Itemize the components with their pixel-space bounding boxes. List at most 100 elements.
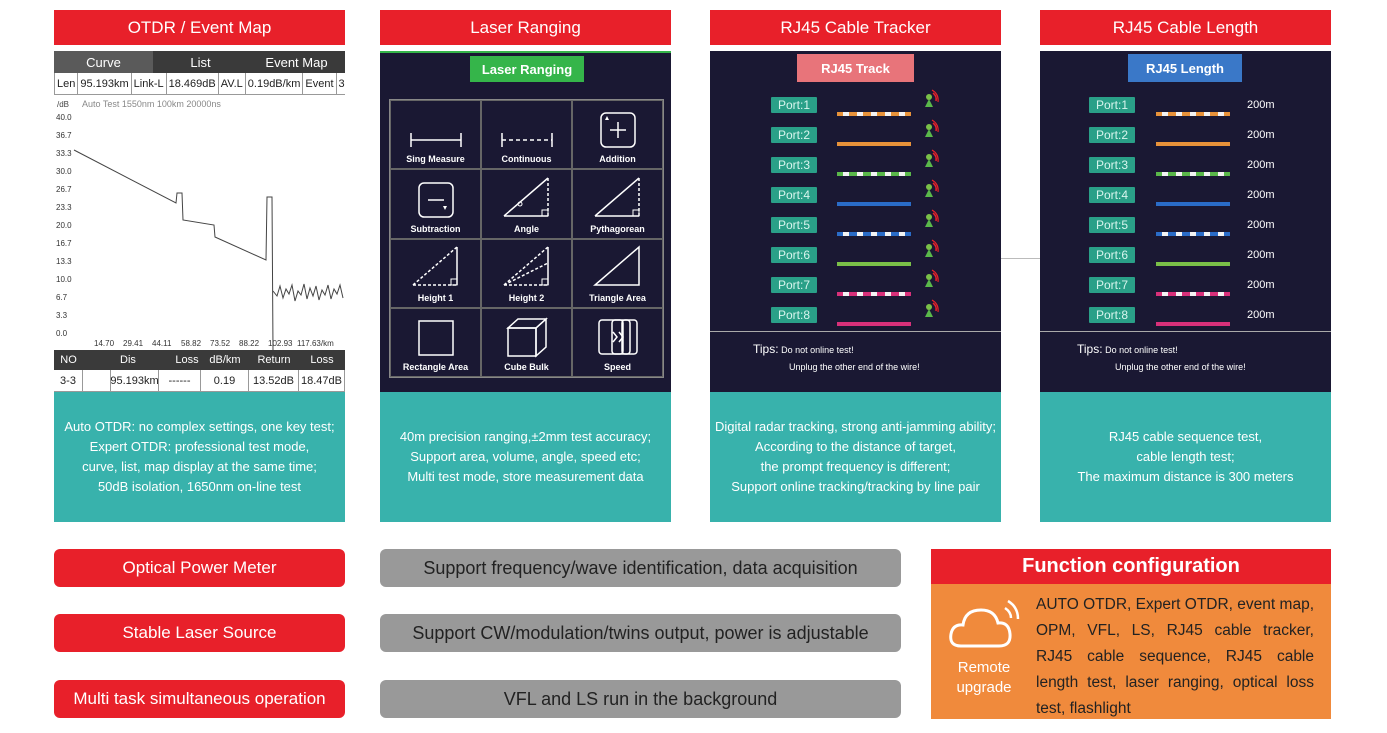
pythagorean-icon bbox=[594, 176, 640, 217]
port-badge: Port:4 bbox=[771, 187, 817, 203]
cell-loss: ------ bbox=[159, 370, 201, 391]
otdr-desc-line: curve, list, map display at the same tim… bbox=[82, 459, 317, 474]
otdr-trace-line bbox=[73, 149, 274, 351]
addition-icon bbox=[599, 112, 636, 148]
tab-curve[interactable]: Curve bbox=[54, 51, 153, 73]
port-badge: Port:7 bbox=[771, 277, 817, 293]
length-panel-title: RJ45 Cable Length bbox=[1040, 10, 1331, 45]
tips-label: Tips: bbox=[753, 342, 779, 356]
cable-wire-line bbox=[837, 283, 911, 296]
laser-desc-line: 40m precision ranging,±2mm test accuracy… bbox=[399, 429, 652, 444]
list-item: Port:1 bbox=[710, 89, 1001, 116]
col-dis: Dis bbox=[120, 354, 136, 366]
laser-screen: Laser Ranging Sing Measure Continuous Ad… bbox=[380, 51, 671, 402]
cable-wire-line bbox=[1156, 193, 1230, 206]
tab-list[interactable]: List bbox=[190, 54, 211, 70]
function-config-text: AUTO OTDR, Expert OTDR, event map, OPM, … bbox=[1036, 596, 1314, 717]
cable-wire-line bbox=[1156, 253, 1230, 266]
otdr-trace-svg: /dB Auto Test 1550nm 100km 20000ns 40.03… bbox=[56, 99, 344, 351]
laser-description: 40m precision ranging,±2mm test accuracy… bbox=[380, 392, 671, 522]
port-badge: Port:2 bbox=[771, 127, 817, 143]
laser-screen-title: Laser Ranging bbox=[470, 56, 584, 82]
length-description: RJ45 cable sequence test, cable length t… bbox=[1040, 392, 1331, 522]
signal-antenna-icon bbox=[921, 269, 939, 293]
tracker-desc-line: Digital radar tracking, strong anti-jamm… bbox=[714, 419, 997, 434]
mode-cube-bulk[interactable]: Cube Bulk bbox=[481, 307, 572, 377]
mode-angle[interactable]: Angle bbox=[481, 169, 572, 239]
feature-optical-power-meter: Optical Power Meter bbox=[54, 549, 345, 587]
mode-rectangle-area[interactable]: Rectangle Area bbox=[390, 307, 481, 377]
tab-event-map[interactable]: Event Map bbox=[265, 54, 328, 70]
y-tick-label: 20.0 bbox=[56, 221, 72, 230]
port-badge: Port:8 bbox=[771, 307, 817, 323]
port-badge: Port:1 bbox=[771, 97, 817, 113]
length-screen-title: RJ45 Length bbox=[1128, 54, 1242, 82]
cable-wire-line bbox=[837, 193, 911, 206]
tracker-desc-line: Support online tracking/tracking by line… bbox=[731, 479, 980, 494]
mode-pythagorean[interactable]: Pythagorean bbox=[572, 169, 663, 239]
mode-subtraction[interactable]: Subtraction bbox=[390, 169, 481, 239]
cable-wire-line bbox=[1156, 223, 1230, 236]
info-event-label: Event bbox=[303, 73, 337, 94]
mode-triangle-area[interactable]: Triangle Area bbox=[572, 238, 663, 308]
cable-wire-line bbox=[837, 163, 911, 176]
cable-wire-line bbox=[1156, 313, 1230, 326]
otdr-panel: OTDR / Event Map Curve List Event Map Le… bbox=[54, 10, 345, 522]
y-tick-label: 36.7 bbox=[56, 131, 72, 140]
col-loss-2: Loss bbox=[310, 354, 334, 366]
mode-continuous[interactable]: Continuous bbox=[481, 100, 572, 170]
list-item: Port:2 bbox=[710, 119, 1001, 146]
port-badge: Port:7 bbox=[1089, 277, 1135, 293]
mode-label: Addition bbox=[599, 154, 636, 165]
mode-label: Angle bbox=[513, 223, 539, 234]
cable-wire-line bbox=[1156, 133, 1230, 146]
col-no: NO bbox=[60, 354, 77, 366]
laser-desc-line: Support area, volume, angle, speed etc; bbox=[410, 449, 641, 464]
x-tick-label: 117.63/km bbox=[297, 339, 334, 348]
y-tick-label: 10.0 bbox=[56, 275, 72, 284]
mode-height-1[interactable]: Height 1 bbox=[390, 238, 481, 308]
laser-ranging-panel: Laser Ranging Laser Ranging Sing Measure… bbox=[380, 10, 671, 522]
height1-icon bbox=[412, 246, 458, 286]
info-len-label: Len bbox=[55, 73, 79, 94]
mode-height-2[interactable]: Height 2 bbox=[481, 238, 572, 308]
y-tick-label: 13.3 bbox=[56, 257, 72, 266]
length-desc-line: RJ45 cable sequence test, bbox=[1108, 429, 1263, 444]
otdr-screen: Curve List Event Map Len 95.193km Link-L… bbox=[54, 51, 345, 402]
info-event-value: 3 bbox=[337, 73, 345, 94]
tips-line: Unplug the other end of the wire! bbox=[1115, 362, 1246, 372]
port-badge: Port:3 bbox=[771, 157, 817, 173]
signal-antenna-icon bbox=[921, 119, 939, 143]
mode-addition[interactable]: Addition bbox=[572, 100, 663, 170]
x-tick-label: 102.93 bbox=[268, 339, 293, 348]
length-desc-line: The maximum distance is 300 meters bbox=[1077, 469, 1294, 484]
laser-desc-line: Multi test mode, store measurement data bbox=[407, 469, 644, 484]
cable-wire-line bbox=[1156, 163, 1230, 176]
remote-label-line: Remote bbox=[957, 659, 1011, 676]
cell-loss-2: 18.47dB bbox=[299, 370, 345, 391]
cube-icon bbox=[505, 317, 548, 358]
table-row[interactable]: 3-3 95.193km ------ 0.19 13.52dB 18.47dB bbox=[54, 370, 345, 392]
cable-length-value: 200m bbox=[1247, 249, 1275, 261]
port-badge: Port:6 bbox=[771, 247, 817, 263]
signal-antenna-icon bbox=[921, 179, 939, 203]
continuous-icon bbox=[500, 133, 553, 148]
cable-length-value: 200m bbox=[1247, 279, 1275, 291]
otdr-desc-line: 50dB isolation, 1650nm on-line test bbox=[97, 479, 302, 494]
tracker-tips: Tips: Do not online test! Unplug the oth… bbox=[753, 341, 920, 376]
subtraction-icon bbox=[417, 181, 454, 218]
cable-wire-line bbox=[1156, 103, 1230, 116]
length-desc-line: cable length test; bbox=[1136, 449, 1235, 464]
mode-single-measure[interactable]: Sing Measure bbox=[390, 100, 481, 170]
y-tick-label: 33.3 bbox=[56, 149, 72, 158]
mode-speed[interactable]: Speed bbox=[572, 307, 663, 377]
mode-label: Sing Measure bbox=[406, 154, 465, 165]
mode-label: Height 1 bbox=[417, 292, 454, 303]
